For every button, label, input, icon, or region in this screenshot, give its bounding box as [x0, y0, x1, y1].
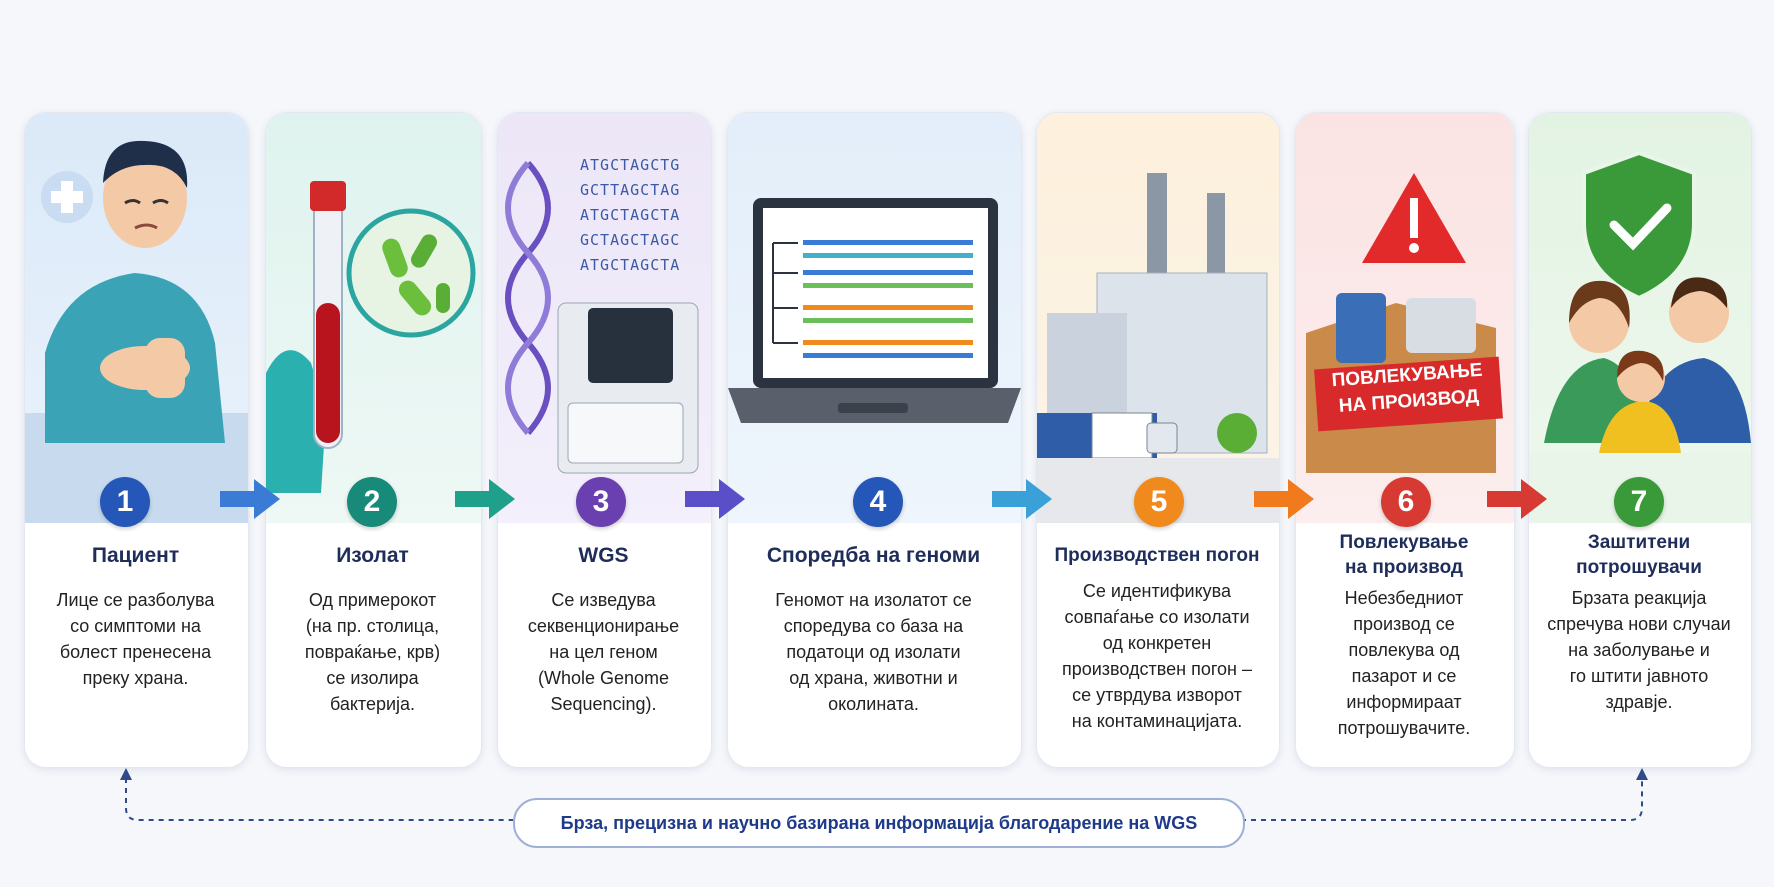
step-card-protected-consumers [1528, 112, 1752, 768]
arrow-right-icon [992, 479, 1052, 519]
step-number-badge: 1 [100, 477, 150, 527]
desc-line: бактерија. [329, 694, 416, 714]
isolate-illustration [266, 113, 481, 523]
desc-line: се утврдува изворот [1072, 685, 1242, 705]
desc-line: Се изведува [551, 590, 656, 610]
desc-line: информираат [1346, 692, 1462, 712]
factory-illustration [1037, 113, 1279, 523]
shield-check-icon [1582, 150, 1696, 301]
arrow-right-icon [685, 479, 745, 519]
step-number-badge: 3 [576, 477, 626, 527]
arrow-up-icon [1636, 768, 1648, 780]
desc-line: преку храна. [82, 668, 189, 688]
step-title: Споредба на геноми [766, 544, 981, 567]
desc-line: повраќање, крв) [304, 642, 441, 662]
laptop-illustration [728, 113, 1021, 523]
family-illustration [1529, 113, 1751, 523]
desc-line: повлекува од [1348, 640, 1460, 660]
desc-line: Небезбедниот [1344, 588, 1464, 608]
step-description: Се идентификува совпаѓање со изолати од … [1036, 578, 1278, 734]
desc-line: се изолира [326, 668, 419, 688]
desc-line: Лице се разболува [56, 590, 215, 610]
dna-sequence-line: GCTAGCTAGC [580, 231, 681, 249]
desc-line: (на пр. столица, [305, 616, 440, 636]
step-title-line: Повлекување [1339, 532, 1469, 553]
dna-sequence-line: ATGCTAGCTG [580, 156, 681, 174]
recall-illustration: ПОВЛЕКУВАЊЕ НА ПРОИЗВОД [1296, 113, 1514, 523]
step-number-badge: 7 [1614, 477, 1664, 527]
step-number-badge: 5 [1134, 477, 1184, 527]
footer-summary: Брза, прецизна и научно базирана информа… [513, 798, 1245, 848]
desc-line: Геномот на изолатот се [775, 590, 972, 610]
dna-sequence-line: ATGCTAGCTA [580, 206, 681, 224]
step-title: Изолат [336, 544, 409, 567]
step-title: Повлекување на производ [1295, 530, 1513, 580]
step-title: WGS [578, 544, 629, 567]
arrow-right-icon [455, 479, 515, 519]
desc-line: секвенционирање [527, 616, 680, 636]
step-number-badge: 4 [853, 477, 903, 527]
dna-sequence-line: GCTTAGCTAG [580, 181, 681, 199]
desc-line: Од примерокот [308, 590, 437, 610]
step-card-patient [24, 112, 249, 768]
desc-line: на цел геном [549, 642, 658, 662]
desc-line: пазарот и се [1351, 666, 1457, 686]
desc-line: околината. [828, 694, 919, 714]
step-number-badge: 6 [1381, 477, 1431, 527]
wgs-illustration: ATGCTAGCTG GCTTAGCTAG ATGCTAGCTA GCTAGCT… [498, 113, 711, 523]
step-description: Небезбедниот производ се повлекува од па… [1295, 585, 1513, 741]
desc-line: на контаминацијата. [1071, 711, 1243, 731]
step-description: Геномот на изолатот се споредува со база… [727, 587, 1020, 717]
desc-line: совпаѓање со изолати [1064, 607, 1250, 627]
arrow-right-icon [1254, 479, 1314, 519]
desc-line: од конкретен [1102, 633, 1212, 653]
step-description: Се изведува секвенционирање на цел геном… [497, 587, 710, 717]
desc-line: Sequencing). [550, 694, 657, 714]
step-card-genome-comparison [727, 112, 1022, 768]
step-card-product-recall: ПОВЛЕКУВАЊЕ НА ПРОИЗВОД [1295, 112, 1515, 768]
step-card-isolate [265, 112, 482, 768]
desc-line: производствен погон – [1061, 659, 1252, 679]
arrow-right-icon [220, 479, 280, 519]
desc-line: производ се [1353, 614, 1455, 634]
desc-line: споредува со база на [783, 616, 964, 636]
step-title-line: потрошувачи [1576, 557, 1702, 578]
step-description: Брзата реакција спречува нови случаи на … [1528, 585, 1750, 715]
step-title-line: на производ [1345, 557, 1463, 578]
dna-sequence-block: ATGCTAGCTG GCTTAGCTAG ATGCTAGCTA GCTAGCT… [580, 153, 680, 278]
desc-line: го штити јавното [1569, 666, 1709, 686]
step-card-wgs: ATGCTAGCTG GCTTAGCTAG ATGCTAGCTA GCTAGCT… [497, 112, 712, 768]
dna-sequence-line: ATGCTAGCTA [580, 256, 681, 274]
desc-line: од храна, животни и [789, 668, 958, 688]
desc-line: (Whole Genome [537, 668, 670, 688]
step-title-line: Заштитени [1587, 532, 1691, 553]
desc-line: Се идентификува [1082, 581, 1232, 601]
desc-line: со симптоми на [70, 616, 201, 636]
desc-line: спречува нови случаи [1547, 614, 1731, 634]
arrow-up-icon [120, 768, 132, 780]
step-title: Пациент [91, 544, 180, 567]
desc-line: болест пренесена [59, 642, 212, 662]
desc-line: потрошувачите. [1337, 718, 1471, 738]
step-number-badge: 2 [347, 477, 397, 527]
desc-line: податоци од изолати [786, 642, 961, 662]
step-description: Лице се разболува со симптоми на болест … [24, 587, 247, 691]
step-description: Од примерокот (на пр. столица, повраќање… [265, 587, 480, 717]
step-title: Заштитени потрошувачи [1528, 530, 1750, 580]
desc-line: здравје. [1605, 692, 1673, 712]
desc-line: Брзата реакција [1571, 588, 1707, 608]
step-title: Производствен погон [1054, 545, 1260, 566]
patient-illustration [25, 113, 248, 523]
desc-line: на заболување и [1568, 640, 1710, 660]
arrow-right-icon [1487, 479, 1547, 519]
